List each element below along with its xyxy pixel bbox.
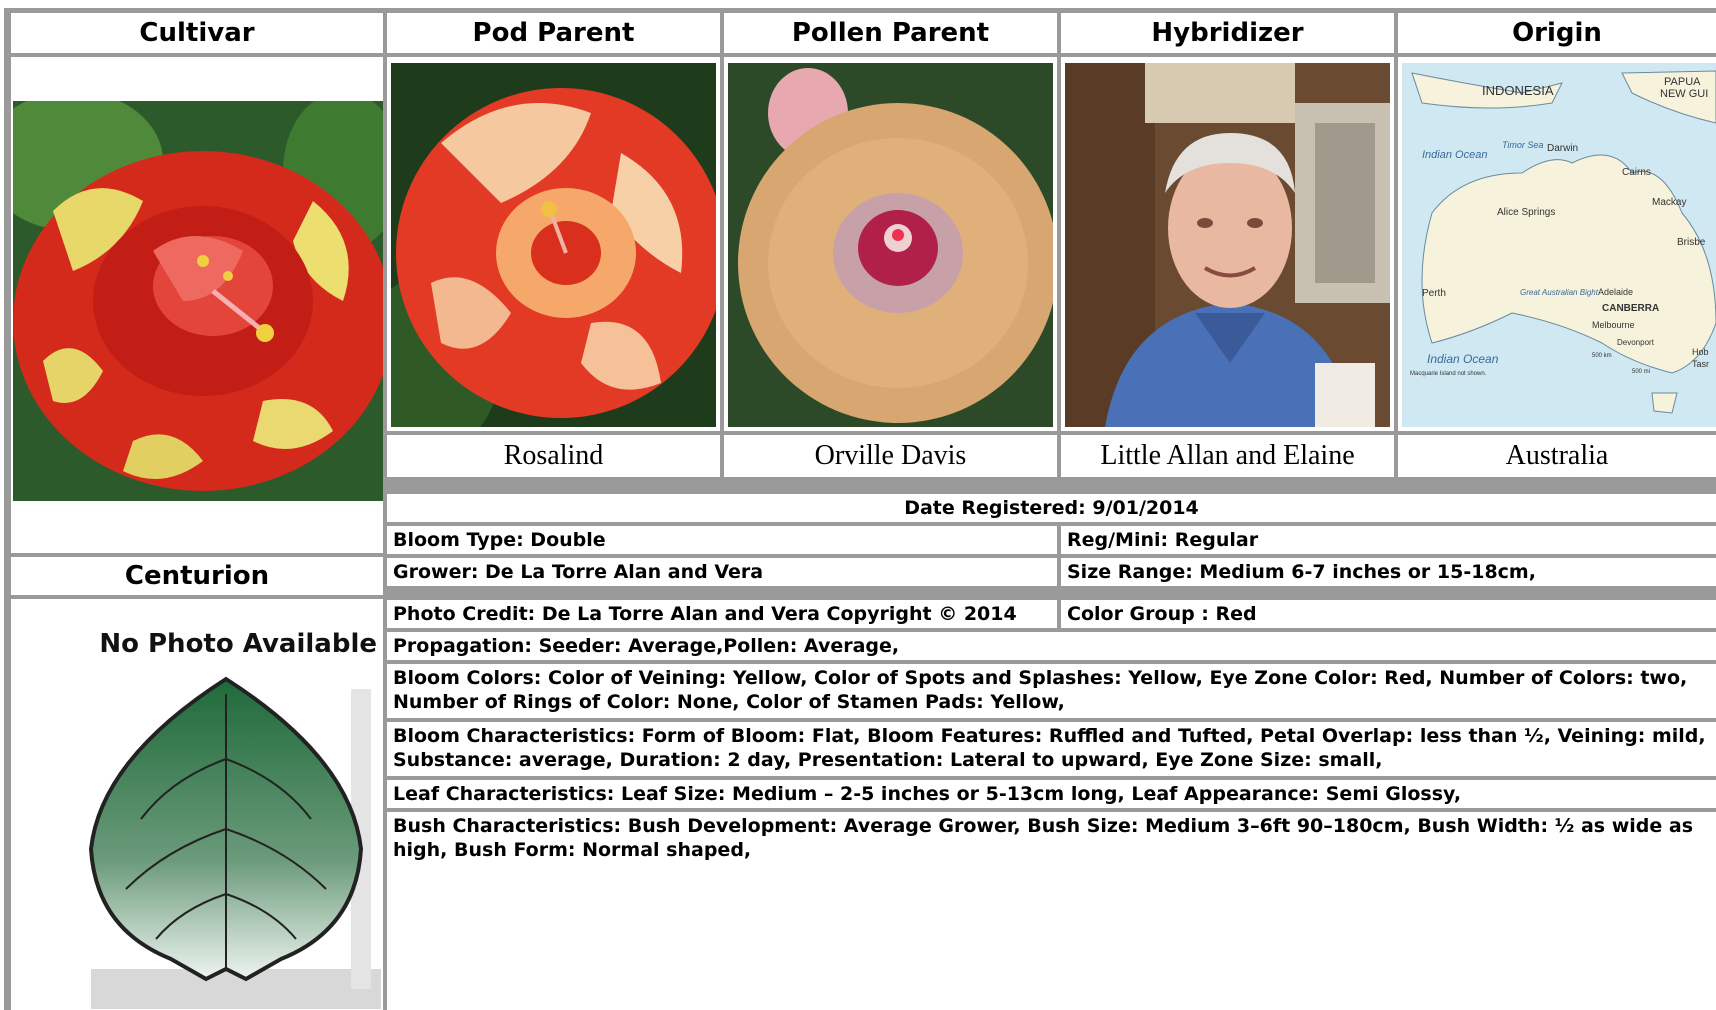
map-label-canberra: CANBERRA [1602,303,1659,314]
map-label-alice-springs: Alice Springs [1497,207,1555,218]
reg-mini: Reg/Mini: Regular [1061,526,1716,554]
map-label-new-gui: NEW GUI [1660,88,1708,100]
bloom-type: Bloom Type: Double [387,526,1057,554]
pollen-parent-photo-cell [724,57,1057,431]
map-label-tasman: Tasr [1692,359,1709,369]
origin-name[interactable]: Australia [1398,435,1716,477]
header-cultivar: Cultivar [11,13,383,53]
map-scale-km: 500 km [1592,353,1612,359]
pod-parent-name[interactable]: Rosalind [387,435,720,477]
cultivar-name: Centurion [11,557,383,595]
date-registered: Date Registered: 9/01/2014 [387,494,1716,522]
hybridizer-photo-cell [1061,57,1394,431]
pollen-parent-photo[interactable] [728,63,1053,427]
leaf-characteristics: Leaf Characteristics: Leaf Size: Medium … [387,780,1716,808]
header-hybridizer: Hybridizer [1061,13,1394,53]
map-label-devonport: Devonport [1617,338,1655,347]
map-label-indian-ocean-north: Indian Ocean [1422,149,1487,161]
header-origin: Origin [1398,13,1716,53]
map-label-melbourne: Melbourne [1592,320,1635,330]
hybridizer-photo[interactable] [1065,63,1390,427]
cultivar-photo[interactable] [13,101,383,501]
photo-credit: Photo Credit: De La Torre Alan and Vera … [387,600,1057,628]
map-label-indonesia: INDONESIA [1482,83,1554,98]
map-label-hobart: Hob [1692,347,1709,357]
origin-map[interactable]: INDONESIA PAPUA NEW GUI Timor Sea Darwin… [1402,63,1716,427]
header-pollen-parent: Pollen Parent [724,13,1057,53]
map-label-adelaide: Adelaide [1598,287,1633,297]
origin-map-cell: INDONESIA PAPUA NEW GUI Timor Sea Darwin… [1398,57,1716,431]
bloom-characteristics: Bloom Characteristics: Form of Bloom: Fl… [387,722,1716,776]
hybridizer-name[interactable]: Little Allan and Elaine [1061,435,1394,477]
map-label-cairns: Cairns [1622,167,1651,178]
pod-parent-photo-cell [387,57,720,431]
color-group: Color Group : Red [1061,600,1716,628]
map-footnote: Macquarie Island not shown. [1410,371,1487,377]
leaf-placeholder-icon [71,669,381,1009]
cultivar-photo-cell [11,57,383,553]
map-label-mackay: Mackay [1652,197,1686,208]
no-photo-cell: No Photo Available [11,599,383,1010]
bloom-colors: Bloom Colors: Color of Veining: Yellow, … [387,664,1716,718]
pollen-parent-name[interactable]: Orville Davis [724,435,1057,477]
map-label-papua: PAPUA [1664,76,1701,88]
map-label-brisbane: Brisbe [1677,237,1706,248]
map-label-indian-ocean-south: Indian Ocean [1427,352,1499,366]
no-photo-text: No Photo Available [99,629,377,659]
map-label-perth: Perth [1422,288,1446,299]
size-range: Size Range: Medium 6-7 inches or 15-18cm… [1061,558,1716,586]
grower: Grower: De La Torre Alan and Vera [387,558,1057,586]
map-label-timor-sea: Timor Sea [1502,140,1543,150]
header-pod-parent: Pod Parent [387,13,720,53]
bush-characteristics: Bush Characteristics: Bush Development: … [387,812,1716,1010]
map-label-great-bight: Great Australian Bight [1520,288,1599,297]
pod-parent-photo[interactable] [391,63,716,427]
map-label-darwin: Darwin [1547,143,1578,154]
map-scale-mi: 500 mi [1632,369,1650,375]
propagation: Propagation: Seeder: Average,Pollen: Ave… [387,632,1716,660]
